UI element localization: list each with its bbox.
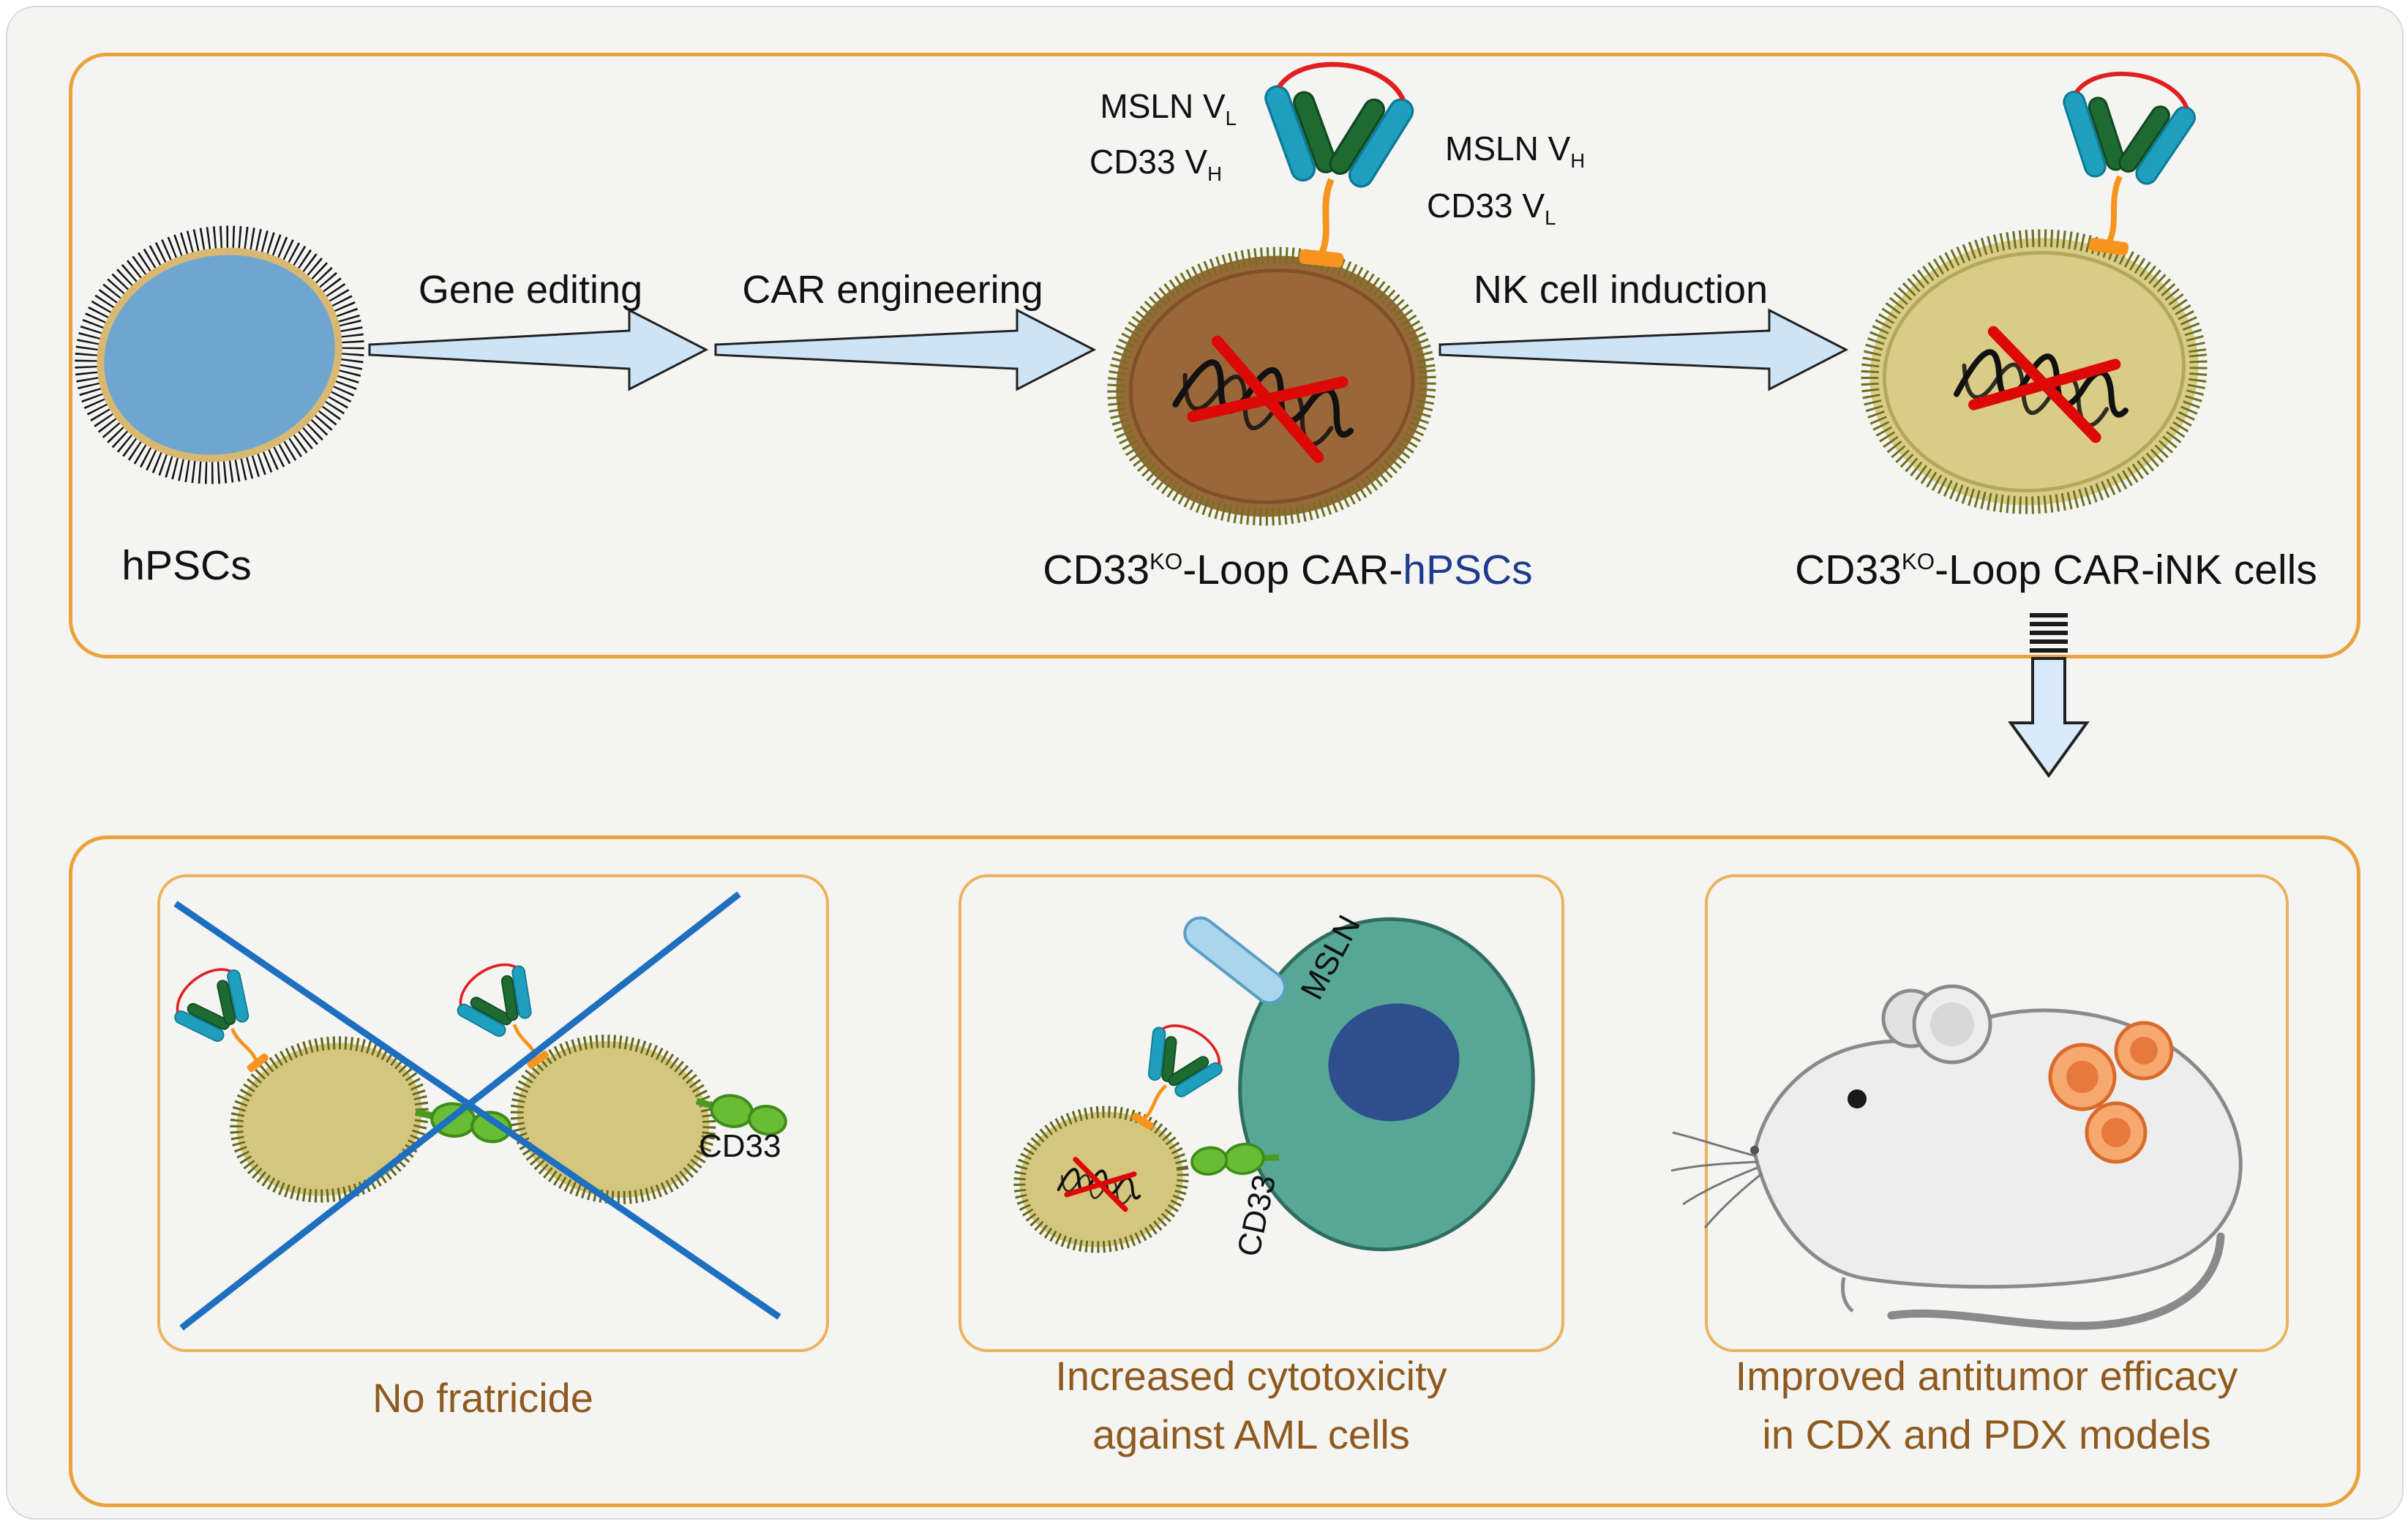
car-engineering-label: CAR engineering [742, 268, 1043, 312]
antitumor-caption-line2: in CDX and PDX models [1762, 1411, 2211, 1457]
car-ink-label-sup: KO [1901, 549, 1935, 574]
msln-vh-sub: H [1570, 149, 1586, 173]
antitumor-box [1705, 874, 2289, 1352]
car-hpsc-label-base: CD33 [1043, 547, 1150, 593]
cd33-vl-label: CD33 VL [1427, 187, 1632, 230]
msln-vh-label: MSLN VH [1445, 129, 1650, 173]
fratricide-box [157, 874, 829, 1352]
msln-vh-text: MSLN V [1445, 129, 1571, 168]
antitumor-caption-line1: Improved antitumor efficacy [1735, 1353, 2238, 1399]
car-hpsc-label-highlight: hPSCs [1403, 547, 1533, 593]
msln-vl-sub: L [1225, 107, 1237, 130]
car-hpsc-label-mid: -Loop CAR- [1182, 547, 1403, 593]
car-ink-label: CD33KO-Loop CAR-iNK cells [1741, 547, 2371, 594]
cytotoxicity-caption-line2: against AML cells [1092, 1411, 1410, 1457]
cd33-vl-text: CD33 V [1427, 187, 1545, 225]
msln-vl-text: MSLN V [1100, 87, 1226, 125]
cd33-vh-sub: H [1207, 162, 1222, 186]
figure-canvas [6, 6, 2404, 1520]
car-hpsc-label: CD33KO-Loop CAR-hPSCs [995, 547, 1580, 594]
cd33-vl-sub: L [1545, 206, 1556, 230]
results-panel [69, 836, 2360, 1507]
car-ink-label-base: CD33 [1795, 547, 1902, 593]
gene-editing-label: Gene editing [418, 268, 643, 312]
car-hpsc-label-sup: KO [1149, 549, 1183, 574]
cytotoxicity-caption-line1: Increased cytotoxicity [1055, 1353, 1447, 1399]
fratricide-caption: No fratricide [372, 1375, 593, 1421]
cytotoxicity-box [959, 874, 1564, 1352]
cd33-vh-label: CD33 VH [1039, 143, 1222, 186]
cd33-vh-text: CD33 V [1089, 143, 1208, 181]
hpsc-label: hPSCs [121, 542, 252, 589]
nk-induction-label: NK cell induction [1473, 268, 1769, 312]
car-ink-label-mid: -Loop CAR-iNK cells [1935, 547, 2317, 593]
workflow-panel [69, 53, 2360, 658]
cd33-fratricide-label: CD33 [699, 1128, 781, 1164]
msln-vl-label: MSLN VL [1054, 87, 1237, 130]
